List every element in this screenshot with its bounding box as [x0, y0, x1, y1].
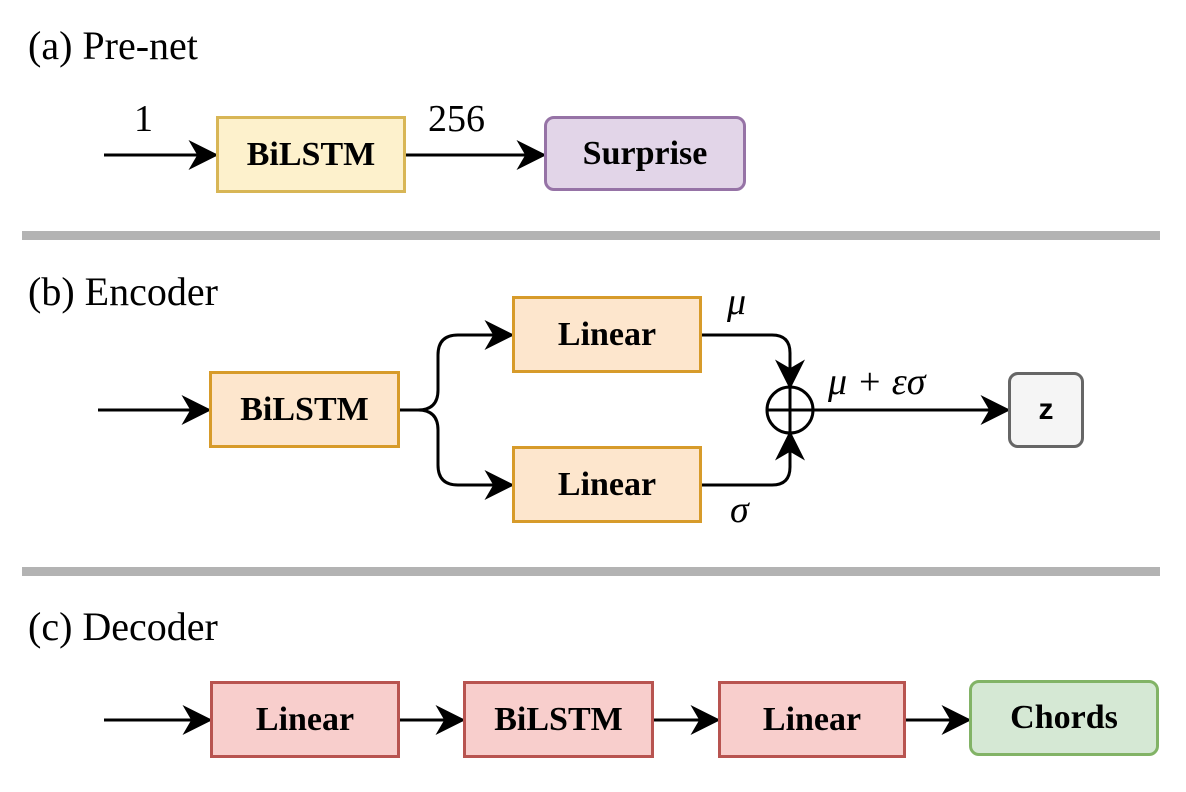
encoder-bilstm-block: BiLSTM	[209, 371, 400, 448]
encoder-sigma-arrow	[702, 430, 805, 487]
sum-operator-icon	[765, 385, 815, 435]
encoder-mu-label: μ	[727, 281, 747, 323]
encoder-z-output: z	[1008, 372, 1084, 448]
encoder-bilstm-to-linear-mu-arrow	[400, 320, 515, 412]
prenet-input-dim-label: 1	[134, 98, 153, 140]
encoder-bilstm-to-linear-sigma-arrow	[400, 408, 515, 500]
decoder-title: (c) Decoder	[28, 604, 218, 649]
prenet-title: (a) Pre-net	[28, 23, 198, 68]
encoder-sigma-label: σ	[730, 489, 749, 531]
decoder-bilstm-block: BiLSTM	[463, 681, 654, 758]
encoder-linear-sigma-block: Linear	[512, 446, 702, 523]
section-divider	[22, 231, 1160, 240]
prenet-hidden-dim-label: 256	[428, 98, 485, 140]
encoder-mu-arrow	[702, 333, 805, 390]
prenet-surprise-block: Surprise	[544, 116, 746, 191]
decoder-chords-block: Chords	[969, 680, 1159, 756]
encoder-title: (b) Encoder	[28, 269, 218, 314]
decoder-linear-1-block: Linear	[210, 681, 400, 758]
encoder-reparam-label: μ + εσ	[828, 361, 926, 403]
section-divider	[22, 567, 1160, 576]
prenet-bilstm-block: BiLSTM	[216, 116, 406, 193]
decoder-linear-2-block: Linear	[718, 681, 906, 758]
encoder-linear-mu-block: Linear	[512, 296, 702, 373]
